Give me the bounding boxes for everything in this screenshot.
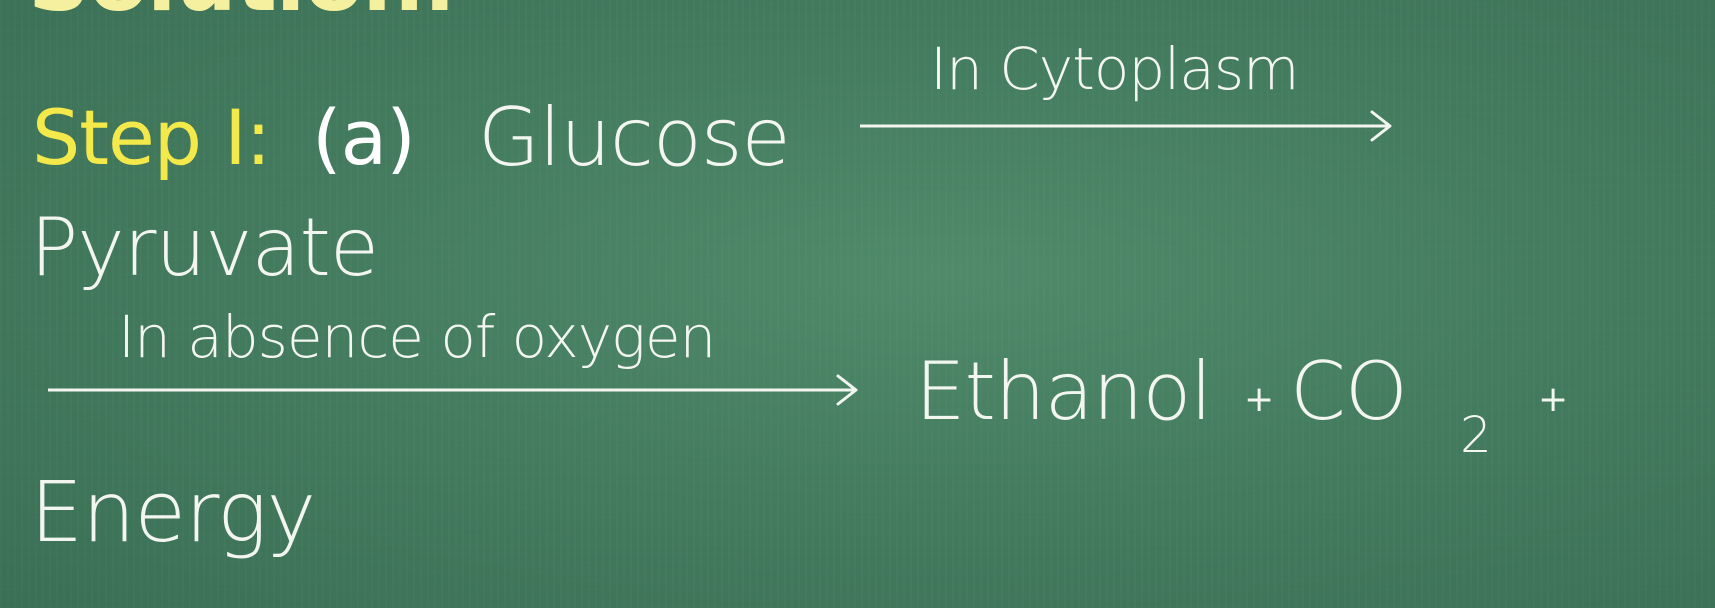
reactant-glucose: Glucose [478,91,791,184]
plus-sign: + [1538,379,1568,420]
co2-subscript: 2 [1460,406,1492,464]
intermediate-pyruvate: Pyruvate [30,201,379,294]
step-label: Step I: [32,93,271,182]
right-arrow-icon [48,374,858,406]
solution-heading: Solution: [28,0,457,24]
right-arrow-icon [860,110,1392,142]
product-co2: CO [1290,345,1408,438]
product-energy: Energy [30,463,316,561]
condition-absence-of-oxygen: In absence of oxygen [118,303,716,371]
product-ethanol: Ethanol [915,345,1213,438]
step-part-label: (a) [312,93,416,182]
condition-cytoplasm: In Cytoplasm [930,35,1300,103]
plus-sign: + [1244,379,1274,420]
